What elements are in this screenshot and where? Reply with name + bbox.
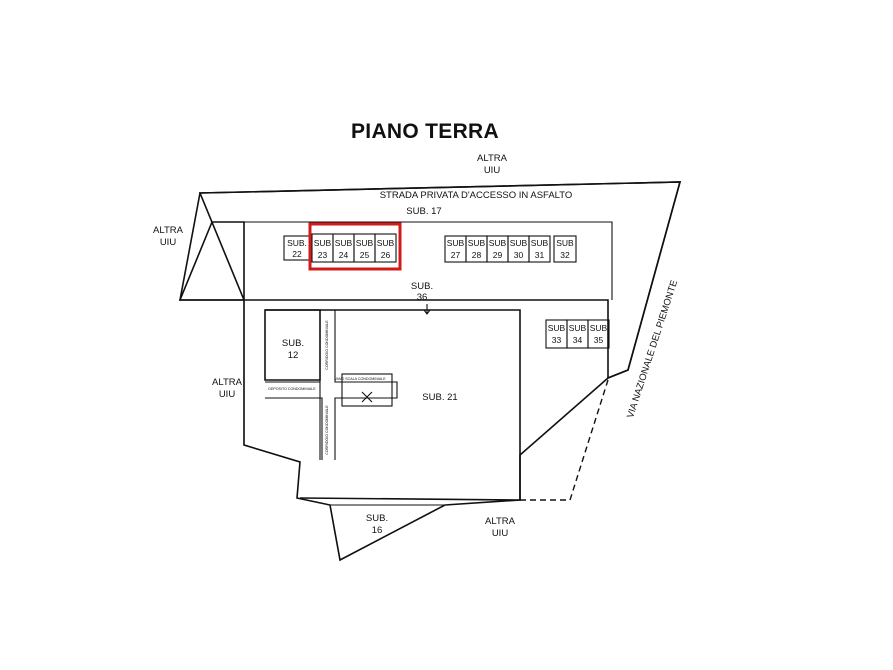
svg-text:SUB: SUB: [314, 238, 332, 248]
garage-sub30: SUB 30: [507, 235, 530, 263]
garage-sub35: SUB 35: [587, 319, 610, 349]
stair-box: [341, 373, 393, 407]
garage-sub27: SUB 27: [444, 235, 467, 263]
label-sub16-b: 16: [372, 525, 383, 536]
garage-sub33: SUB 33: [545, 319, 568, 349]
garage-sub31: SUB 31: [528, 235, 551, 263]
svg-text:30: 30: [514, 250, 524, 260]
garage-row-outline: [244, 221, 613, 300]
svg-text:SUB: SUB: [335, 238, 353, 248]
highlighted-garages-frame: [308, 222, 402, 271]
entrance-arrow: [423, 304, 431, 315]
garage-sub28: SUB 28: [465, 235, 488, 263]
label-sub21: SUB. 21: [422, 392, 457, 403]
plan-title: PIANO TERRA: [351, 120, 499, 143]
label-sub36-a: SUB.: [411, 281, 433, 292]
garage-sub34: SUB 34: [566, 319, 589, 349]
svg-text:SUB: SUB: [531, 238, 549, 248]
garage-sub25: SUB 25: [353, 233, 376, 263]
label-uiu-left: UIU: [160, 237, 177, 248]
label-uiu-mid: UIU: [219, 389, 236, 400]
label-corridor-vertical: CORRIDOIO CONDOMINIALE: [325, 320, 329, 370]
label-uiu-top: UIU: [484, 165, 501, 176]
svg-text:26: 26: [381, 250, 391, 260]
label-sub16-a: SUB.: [366, 513, 388, 524]
svg-text:SUB: SUB: [590, 323, 608, 333]
svg-text:34: 34: [573, 335, 583, 345]
svg-text:35: 35: [594, 335, 604, 345]
block-sub16: [329, 504, 446, 561]
svg-text:24: 24: [339, 250, 349, 260]
svg-text:SUB: SUB: [447, 238, 465, 248]
garage-sub23: SUB 23: [311, 233, 334, 263]
label-altra-mid: ALTRA: [212, 377, 243, 388]
label-uiu-bottom: UIU: [492, 528, 509, 539]
dashed-boundary: [520, 379, 609, 501]
svg-text:SUB: SUB: [356, 238, 374, 248]
building-sub21: [265, 309, 521, 501]
label-stair: VANO SCALA CONDOMINIALE: [334, 377, 386, 381]
svg-text:31: 31: [535, 250, 545, 260]
label-sub12-b: 12: [288, 350, 299, 361]
label-deposit: DEPOSITO CONDOMINIALE: [268, 387, 316, 391]
label-corridor-lower: CORRIDOIO CONDOMINIALE: [325, 405, 329, 455]
left-wall: [243, 300, 301, 463]
svg-text:32: 32: [560, 250, 570, 260]
garage-sub24: SUB 24: [332, 233, 355, 263]
corridor-walls: [265, 309, 398, 460]
svg-text:SUB: SUB: [377, 238, 395, 248]
svg-text:22: 22: [292, 249, 302, 259]
label-altra-top: ALTRA: [477, 153, 508, 164]
svg-text:SUB: SUB: [468, 238, 486, 248]
svg-text:SUB: SUB: [569, 323, 587, 333]
svg-text:27: 27: [451, 250, 461, 260]
svg-text:29: 29: [493, 250, 503, 260]
svg-text:25: 25: [360, 250, 370, 260]
svg-text:SUB: SUB: [556, 238, 574, 248]
label-sub17: SUB. 17: [406, 206, 441, 217]
svg-text:SUB: SUB: [510, 238, 528, 248]
svg-text:SUB: SUB: [489, 238, 507, 248]
svg-text:SUB: SUB: [548, 323, 566, 333]
svg-text:23: 23: [318, 250, 328, 260]
label-strada: STRADA PRIVATA D'ACCESSO IN ASFALTO: [380, 190, 573, 201]
stair-detail: [355, 391, 384, 403]
label-sub36-b: 36: [417, 292, 428, 303]
svg-text:28: 28: [472, 250, 482, 260]
garage-sub32: SUB 32: [553, 235, 577, 263]
svg-text:SUB.: SUB.: [287, 238, 307, 248]
outer-boundary: [179, 181, 682, 562]
garage-sub29: SUB 29: [486, 235, 509, 263]
label-sub12-a: SUB.: [282, 338, 304, 349]
garage-sub26: SUB 26: [374, 233, 397, 263]
label-altra-left: ALTRA: [153, 225, 184, 236]
svg-text:33: 33: [552, 335, 562, 345]
label-altra-bottom: ALTRA: [485, 516, 516, 527]
garage-sub22: SUB. 22: [283, 235, 311, 261]
